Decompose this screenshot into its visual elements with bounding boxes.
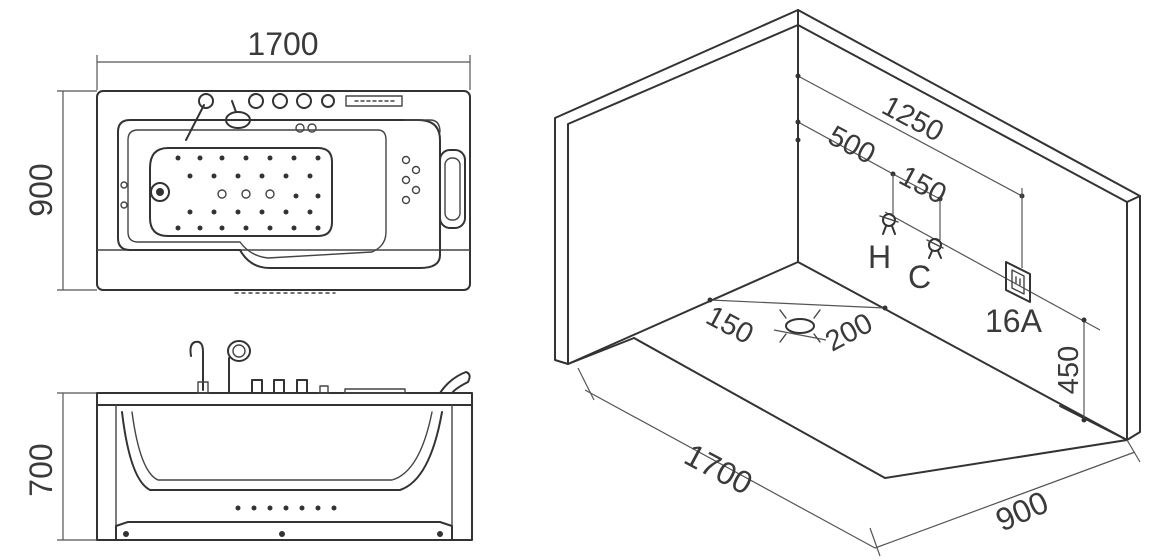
top-faucet-spout (185, 104, 205, 141)
dim-1250-line (797, 75, 1023, 197)
headrest-pillow (439, 149, 466, 229)
dim-150-top-label: 150 (894, 160, 952, 211)
dim-1700-line (584, 389, 876, 549)
floor-right-return (1059, 405, 1128, 441)
right-wall-top-edge (797, 9, 1141, 203)
dim-150-top-line (892, 173, 941, 200)
left-wall-edge (554, 9, 799, 365)
floor-drain-marks (779, 309, 821, 343)
side-glass-window-inner (131, 411, 433, 481)
side-control-panel (344, 388, 406, 394)
top-handshower-head (225, 111, 251, 129)
dim-900-line (874, 451, 1136, 549)
dim-1250-label: 1250 (877, 90, 949, 149)
headrest-pillow-inner (444, 157, 461, 221)
drain-overflow (150, 182, 170, 202)
top-length-label: 1700 (247, 26, 318, 62)
tub-inner-basin (117, 119, 441, 269)
drain-150-label: 150 (701, 300, 759, 351)
bubble-mat (149, 147, 333, 237)
side-handshower-head (227, 340, 251, 362)
power-label: 16A (985, 303, 1043, 339)
side-faucet-base (197, 381, 209, 394)
control-knob-2 (272, 93, 288, 109)
drain-200-label: 200 (820, 307, 878, 358)
dim-500-line (797, 121, 894, 175)
side-handshower-face (232, 344, 246, 358)
side-knob-3 (296, 379, 308, 394)
hot-label: H (868, 239, 891, 275)
top-view: 1700 900 (23, 26, 471, 294)
drain-guide-line (709, 299, 886, 309)
air-bubble-holes (175, 155, 321, 231)
side-height-label: 700 (23, 443, 59, 496)
top-faucet-base (198, 93, 214, 109)
side-glass-window-outer (121, 411, 443, 491)
hot-water-valve (879, 213, 899, 235)
side-knob-2 (273, 379, 285, 394)
floor-back-edges (567, 261, 1128, 441)
wall-jets (120, 123, 421, 209)
dim-900-label: 900 (990, 484, 1053, 539)
top-width-label: 900 (23, 163, 59, 216)
supply-line (884, 211, 1101, 331)
side-body-outline (96, 404, 473, 541)
top-handshower-holder (231, 100, 237, 113)
dim-450-label: 450 (1053, 346, 1085, 394)
dim-900-ext-right (1126, 439, 1141, 463)
cold-water-valve (926, 238, 944, 259)
control-knob-1 (248, 93, 264, 109)
side-base-plinth (115, 521, 453, 541)
dim-1700-ext-right (869, 527, 881, 557)
dim-1700-ext-left (577, 367, 595, 401)
side-knob-4 (319, 385, 329, 394)
side-view: 700 (23, 340, 473, 541)
control-knob-3 (296, 93, 312, 109)
drain-center (156, 188, 164, 196)
tub-basin-floor (127, 129, 387, 259)
room-view: 1250 500 150 H C 16A 450 (554, 9, 1141, 557)
control-panel (345, 95, 403, 107)
control-knob-4 (321, 94, 335, 108)
side-knob-1 (251, 379, 263, 394)
cold-label: C (908, 259, 931, 295)
floor-drain-icon (785, 318, 815, 334)
floor-front-edges (633, 337, 1128, 479)
side-led-dots (123, 505, 443, 537)
side-rim (96, 392, 473, 406)
side-headrest (439, 371, 471, 394)
dim-1700-label: 1700 (679, 436, 759, 501)
dim-500-label: 500 (823, 120, 881, 171)
tub-corner-step (404, 119, 441, 133)
floor-left-return (567, 337, 635, 365)
right-wall-side-edge (1126, 195, 1141, 441)
side-faucet-spout (189, 340, 204, 391)
tub-outer-rim (96, 90, 471, 291)
power-socket-icon (1005, 261, 1031, 303)
